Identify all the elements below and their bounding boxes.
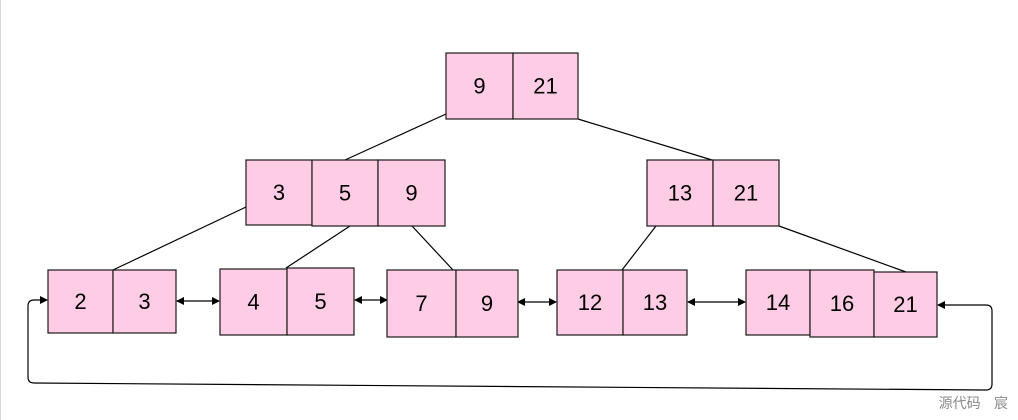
internal-key-label: 3 (273, 180, 285, 205)
internal-key-cell (646, 159, 714, 227)
leaf-wraparound-link (27, 296, 993, 391)
leaf-key-cell (112, 269, 177, 334)
internal-key-label: 13 (668, 181, 692, 206)
leaf-key-cell (219, 268, 288, 336)
leaf-key-cell (622, 269, 688, 336)
leaf-node-2: 4 5 (219, 267, 355, 336)
leaf-key-label: 2 (74, 289, 86, 314)
leaf-key-cell (556, 269, 624, 336)
leaf-key-label: 21 (893, 292, 917, 317)
root-key-label: 9 (473, 74, 485, 99)
leaf-key-label: 4 (247, 290, 259, 315)
edge-internal-left-to-leaf-3 (411, 225, 454, 271)
leaf-key-label: 3 (138, 289, 150, 314)
root-node: 9 21 (445, 52, 579, 120)
edge-internal-left-to-leaf-2 (285, 225, 351, 269)
leaf-key-label: 5 (314, 289, 326, 314)
tree-edges (112, 113, 907, 273)
leaf-key-cell (386, 269, 457, 338)
internal-node-left: 3 5 9 (245, 159, 446, 227)
internal-key-label: 5 (339, 181, 351, 206)
leaf-node-4: 12 13 (556, 269, 688, 336)
leaf-key-cell (873, 271, 938, 338)
internal-key-cell (712, 159, 780, 227)
leaf-links (27, 296, 993, 391)
edge-root-to-right-internal (577, 118, 713, 161)
leaf-key-label: 16 (830, 291, 854, 316)
leaf-key-cell (286, 267, 355, 336)
leaf-key-cell (47, 269, 114, 334)
watermark-text: 源代码 宸 (939, 395, 1008, 412)
leaf-node-1: 2 3 (47, 269, 177, 334)
internal-key-label: 9 (405, 181, 417, 206)
internal-key-cell (311, 159, 379, 227)
internal-key-cell (377, 159, 446, 227)
root-key-label: 21 (533, 74, 557, 99)
edge-internal-left-to-leaf-1 (112, 206, 247, 271)
root-key-cell (445, 52, 514, 120)
leaf-key-label: 13 (643, 290, 667, 315)
internal-node-right: 13 21 (646, 159, 780, 227)
internal-key-label: 21 (734, 181, 758, 206)
leaf-key-label: 9 (481, 291, 493, 316)
root-key-cell (512, 52, 579, 120)
leaf-node-5: 14 16 21 (745, 269, 938, 338)
leaf-key-label: 14 (766, 290, 790, 315)
leaf-node-3: 7 9 (386, 269, 519, 338)
edge-internal-right-to-leaf-5 (778, 225, 907, 273)
leaf-key-label: 12 (578, 290, 602, 315)
edge-root-to-left-internal (344, 113, 447, 161)
leaf-key-cell (455, 269, 519, 338)
edge-internal-right-to-leaf-4 (621, 225, 657, 271)
leaf-key-label: 7 (415, 291, 427, 316)
leaf-key-cell (809, 269, 875, 338)
